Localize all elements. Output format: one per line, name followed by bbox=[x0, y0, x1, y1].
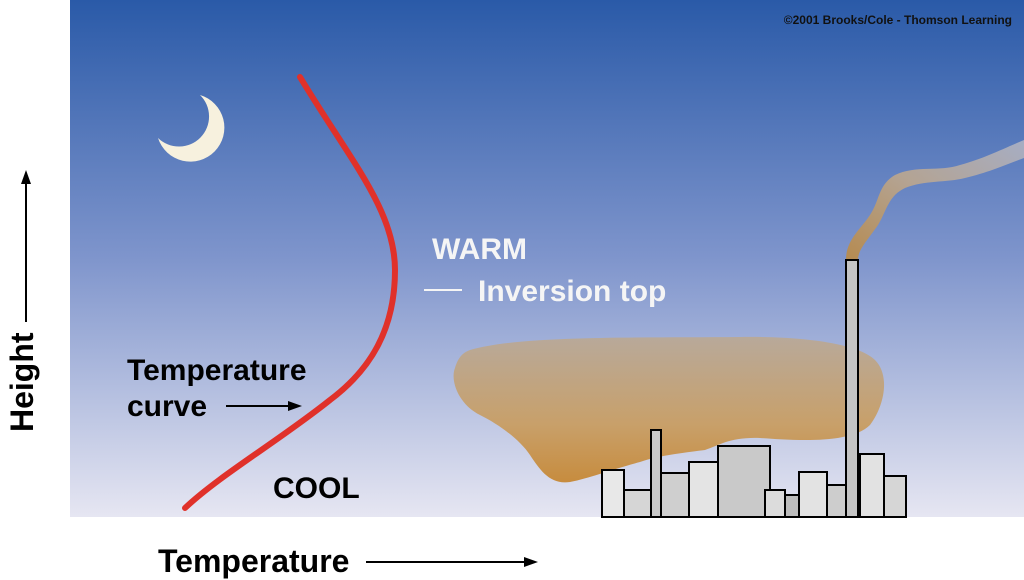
x-axis-arrow bbox=[366, 557, 538, 567]
temperature-curve-label-line1: Temperature bbox=[127, 354, 307, 387]
stack-smoke-plume bbox=[846, 140, 1024, 260]
moon-icon bbox=[158, 95, 225, 162]
warm-label: WARM bbox=[432, 233, 527, 266]
x-axis-label: Temperature bbox=[158, 543, 349, 579]
y-axis-arrow bbox=[21, 170, 31, 322]
temperature-curve-label-line2: curve bbox=[127, 390, 207, 423]
inversion-top-label: Inversion top bbox=[478, 275, 666, 308]
curve-pointer-arrow bbox=[226, 401, 302, 411]
factory-icon bbox=[601, 429, 907, 518]
temperature-curve bbox=[182, 74, 399, 511]
copyright-text: ©2001 Brooks/Cole - Thomson Learning bbox=[784, 13, 1012, 27]
y-axis-label: Height bbox=[4, 332, 40, 432]
cool-label: COOL bbox=[273, 472, 360, 505]
smokestack-icon bbox=[845, 259, 859, 518]
smog-layer bbox=[453, 336, 885, 483]
